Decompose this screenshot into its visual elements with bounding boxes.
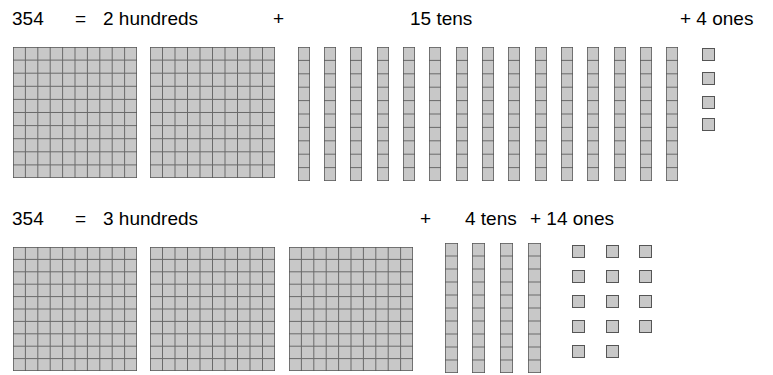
- place-value-term: + 4 ones: [680, 8, 753, 30]
- number: 354: [12, 208, 44, 230]
- place-value-term: 15 tens: [410, 8, 472, 30]
- equals-sign: =: [75, 208, 86, 230]
- ones-cubes: [573, 246, 652, 358]
- tens-rods: [445, 243, 541, 373]
- place-value-term: + 14 ones: [530, 208, 614, 230]
- place-value-term: 3 hundreds: [103, 208, 198, 230]
- ones-cubes: [703, 49, 715, 131]
- place-value-term: 4 tens: [465, 208, 517, 230]
- plus-sign: +: [420, 208, 431, 230]
- hundreds-squares: [13, 247, 413, 371]
- number: 354: [12, 8, 44, 30]
- place-value-term: 2 hundreds: [103, 8, 198, 30]
- hundreds-squares: [13, 47, 275, 178]
- equals-sign: =: [75, 8, 86, 30]
- tens-rods: [298, 47, 678, 181]
- plus-sign: +: [273, 8, 284, 30]
